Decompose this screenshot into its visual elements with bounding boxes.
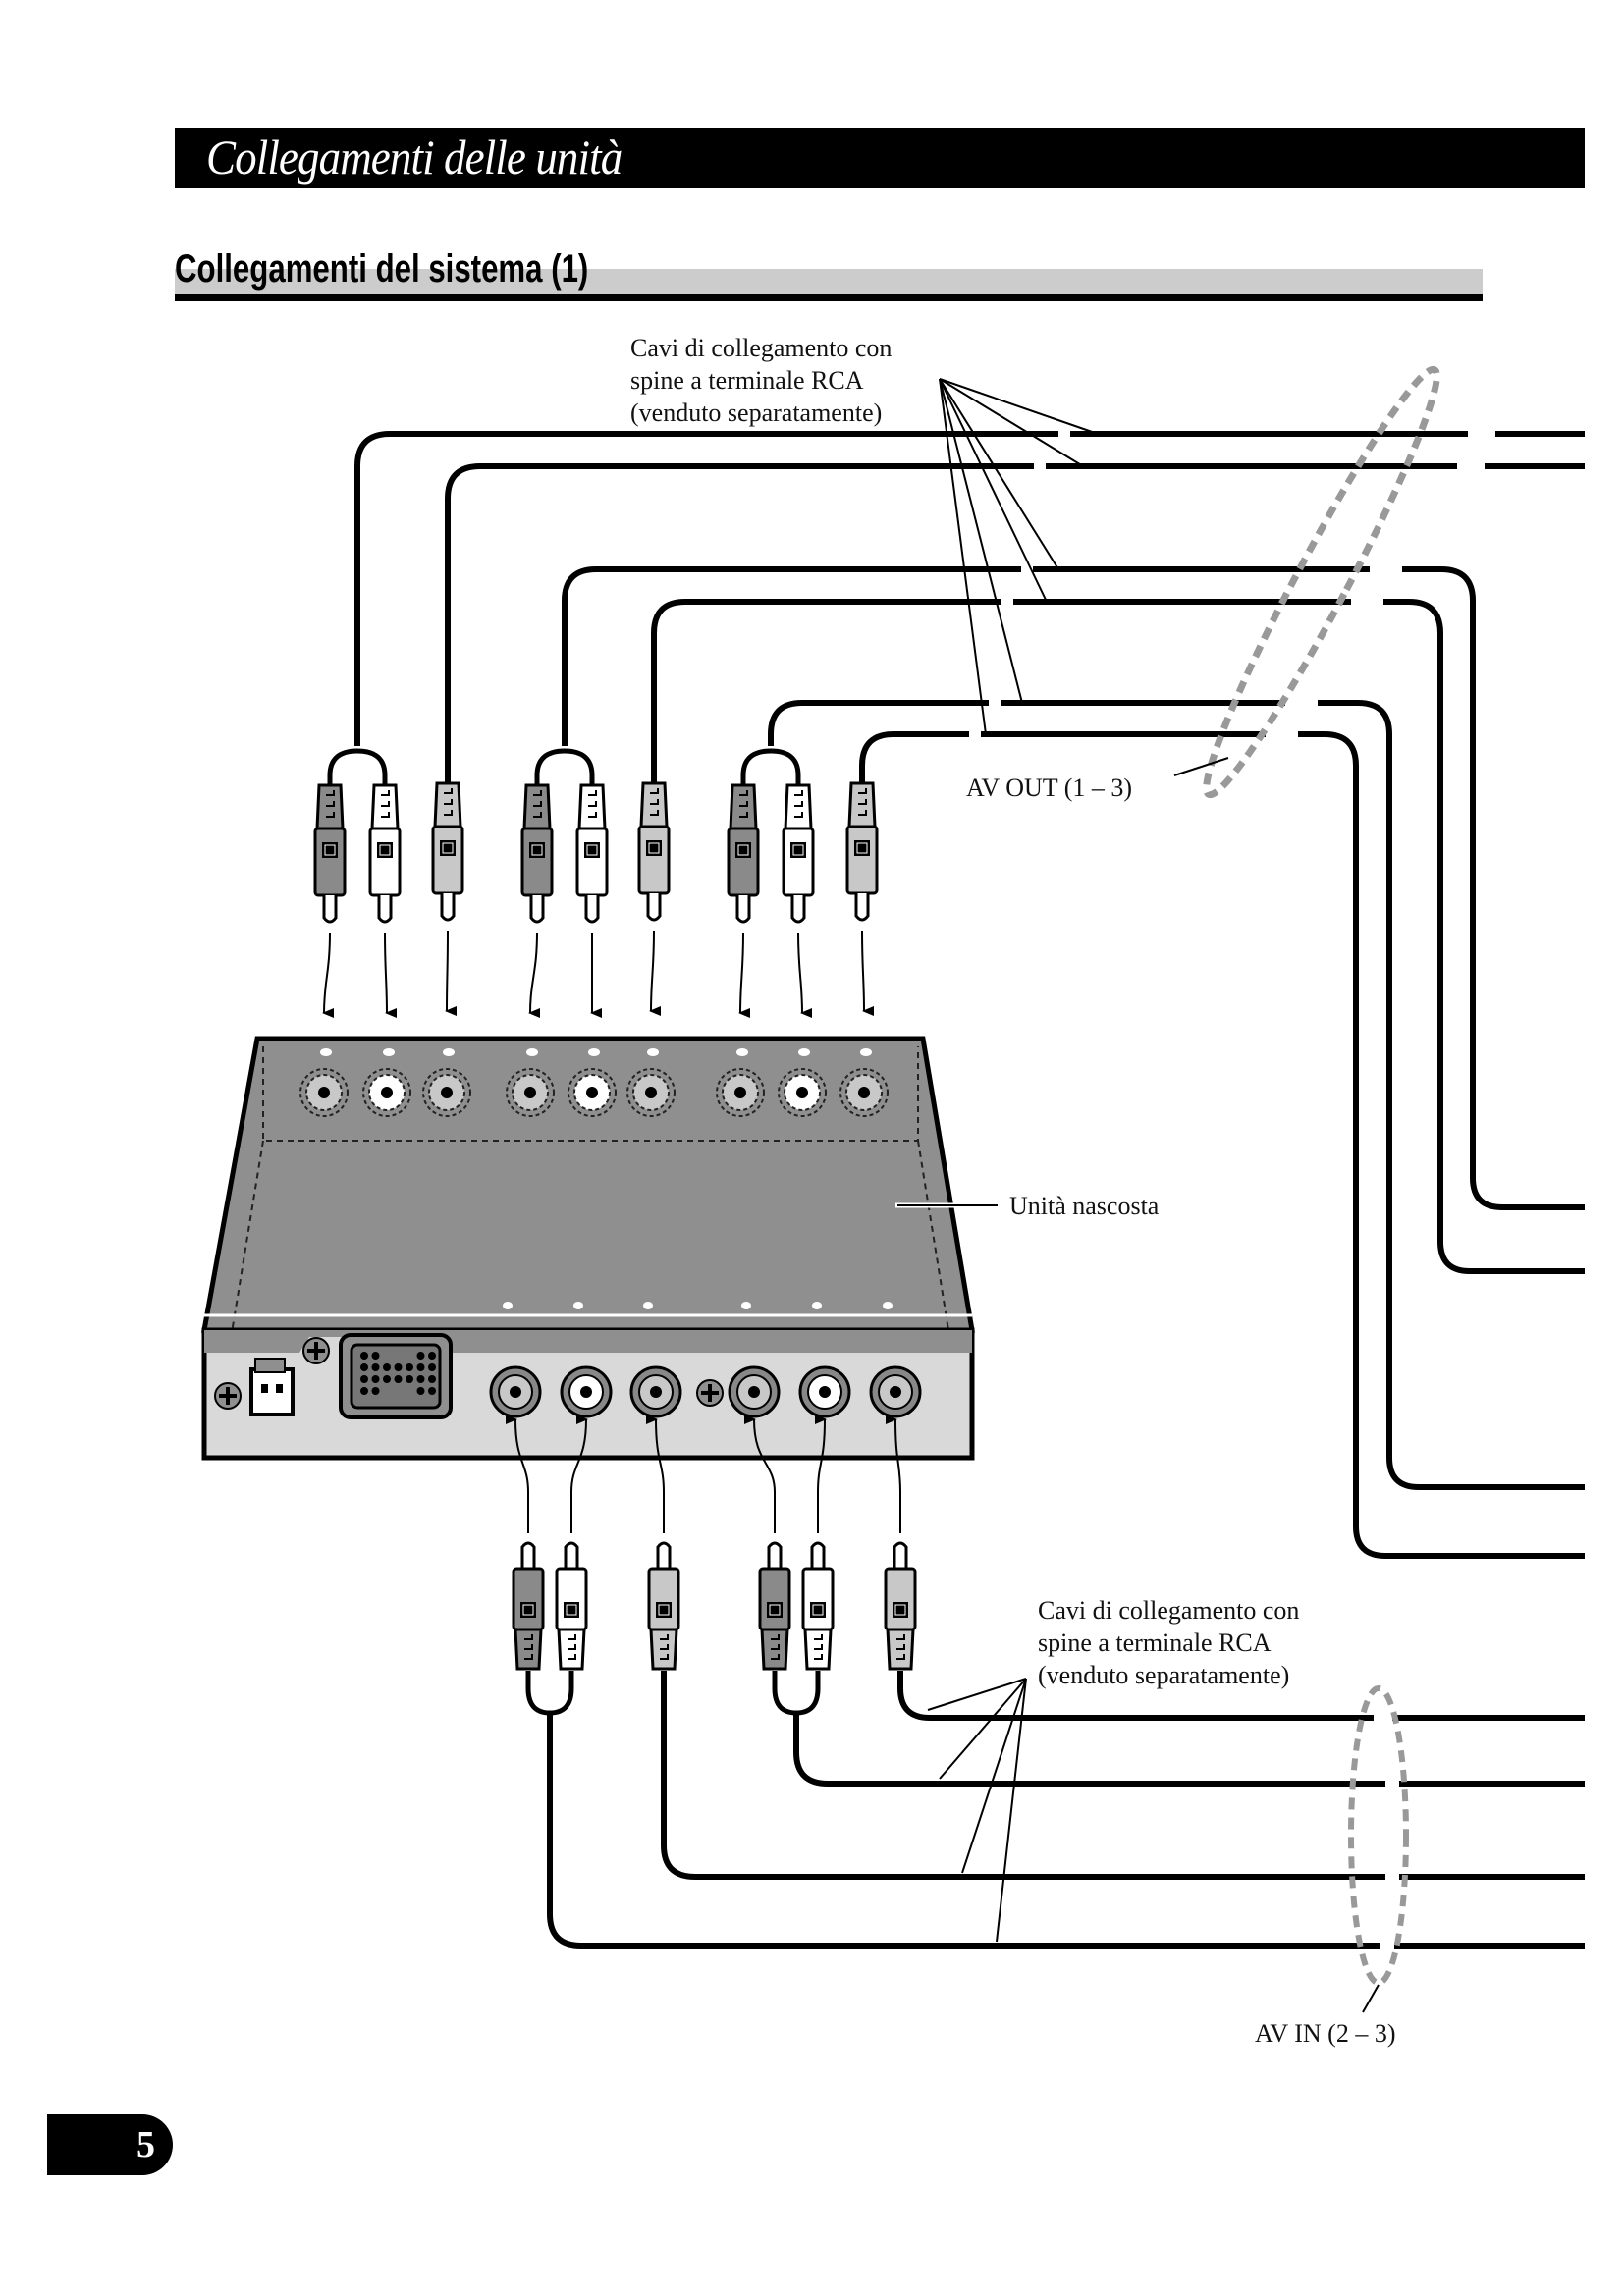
rca-plug xyxy=(555,1541,588,1671)
unit-top-jack xyxy=(716,1048,765,1117)
rca-plug xyxy=(637,781,671,922)
av-out-bundle-outline xyxy=(1203,365,1440,799)
unit-rear-jack xyxy=(629,1302,682,1418)
down-arrow xyxy=(445,930,458,1017)
rca-plug xyxy=(313,783,347,924)
bottom-callout-leaders xyxy=(927,1678,1027,1943)
av-out-cables xyxy=(354,431,1585,1559)
unit-top-jacks xyxy=(299,1048,889,1117)
top-rca-plugs xyxy=(313,781,879,924)
unit-rear-jack xyxy=(560,1302,613,1418)
rca-plug xyxy=(647,1541,680,1671)
rca-plug xyxy=(512,1541,545,1671)
av-in-label: AV IN (2 – 3) xyxy=(1255,2019,1396,2048)
unit-top-jack xyxy=(778,1048,827,1117)
top-arrows xyxy=(322,930,875,1019)
down-arrow xyxy=(649,930,662,1017)
rca-plug xyxy=(431,781,464,922)
bottom-rca-plugs xyxy=(512,1541,917,1671)
av-in-bottom-y-splits xyxy=(525,1671,821,1716)
cables-top-label: Cavi di collegamento con spine a termina… xyxy=(630,332,892,429)
bottom-arrows xyxy=(505,1414,901,1533)
unit-top-jack xyxy=(568,1048,617,1117)
av-in-leader xyxy=(1362,1984,1380,2013)
top-callout-leaders xyxy=(939,378,1099,735)
up-arrow xyxy=(570,1414,588,1533)
unit-top-jack xyxy=(299,1048,349,1117)
rca-plug xyxy=(782,783,815,924)
unit-rear-jack xyxy=(798,1302,851,1418)
rca-plug xyxy=(845,781,879,922)
power-supply-connector xyxy=(214,1337,330,1416)
down-arrow xyxy=(322,932,335,1019)
cables-top-line-2: spine a terminale RCA xyxy=(630,366,864,395)
unit-rear-jack xyxy=(489,1302,542,1418)
cables-bottom-line-1: Cavi di collegamento con xyxy=(1038,1596,1300,1625)
cable-out-3a xyxy=(768,700,1585,1490)
section-band xyxy=(175,269,1483,296)
section-title: Collegamenti del sistema (1) xyxy=(175,247,589,291)
controller-connector xyxy=(339,1333,453,1419)
up-arrow xyxy=(505,1415,529,1533)
down-arrow xyxy=(384,932,398,1018)
unit-top-jack xyxy=(839,1048,889,1117)
unit-rear-jack xyxy=(728,1302,781,1418)
rca-plug xyxy=(884,1541,917,1671)
cable-break-marks xyxy=(969,429,1495,739)
hidden-unit-label: Unità nascosta xyxy=(1009,1192,1160,1220)
up-arrow xyxy=(645,1415,665,1533)
unit-top-jack xyxy=(362,1048,411,1117)
unit-rear-jacks xyxy=(489,1302,922,1418)
section-heading: Collegamenti del sistema (1) xyxy=(175,243,1483,302)
screw-icon xyxy=(696,1379,724,1407)
rca-plug xyxy=(758,1541,791,1671)
up-arrow xyxy=(743,1415,776,1533)
top-y-splits xyxy=(327,748,801,800)
av-out-label: AV OUT (1 – 3) xyxy=(966,774,1133,802)
av-out-leader xyxy=(1173,757,1229,776)
cable-in-3b xyxy=(897,1671,1585,1721)
av-in-bundle-outline xyxy=(1348,1685,1409,1986)
cable-out-1b xyxy=(445,463,1585,815)
rca-plug xyxy=(520,783,554,924)
cable-in-2a xyxy=(547,1713,1585,1949)
cable-in-3a xyxy=(793,1713,1585,1787)
unit-top-jack xyxy=(422,1048,471,1117)
unit-top-jack xyxy=(506,1048,555,1117)
av-in-cables xyxy=(547,1671,1585,1949)
chapter-title-bar: Collegamenti delle unità xyxy=(175,128,1585,188)
cable-out-2b xyxy=(651,599,1585,1274)
down-arrow xyxy=(738,932,751,1019)
rca-plug xyxy=(575,783,609,924)
down-arrow xyxy=(797,932,813,1018)
cables-bottom-label: Cavi di collegamento con spine a termina… xyxy=(1038,1594,1299,1691)
up-arrow xyxy=(814,1414,827,1533)
cables-top-line-3: (venduto separatamente) xyxy=(630,399,883,427)
cables-bottom-line-3: (venduto separatamente) xyxy=(1038,1661,1290,1689)
page-number-tab: 5 xyxy=(47,2114,173,2175)
cable-out-2a xyxy=(562,566,1585,1210)
cable-out-1a xyxy=(354,431,1585,746)
chapter-title: Collegamenti delle unità xyxy=(206,130,623,185)
cables-bottom-line-2: spine a terminale RCA xyxy=(1038,1629,1272,1657)
rca-plug xyxy=(727,783,760,924)
unit-top-jack xyxy=(626,1048,676,1117)
down-arrow xyxy=(861,930,875,1016)
rca-plug xyxy=(368,783,402,924)
cable-out-3b xyxy=(859,731,1585,1559)
up-arrow xyxy=(885,1415,901,1533)
rca-plug xyxy=(801,1541,835,1671)
cables-top-line-1: Cavi di collegamento con xyxy=(630,334,893,362)
page-number: 5 xyxy=(136,2124,155,2165)
unit-rear-jack xyxy=(869,1302,922,1418)
down-arrow xyxy=(528,932,541,1019)
cable-in-2b xyxy=(661,1671,1585,1880)
section-rule xyxy=(175,294,1483,301)
